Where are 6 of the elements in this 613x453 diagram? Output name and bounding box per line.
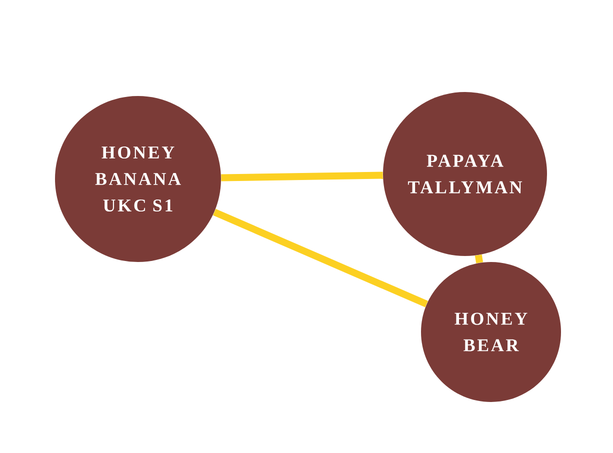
connector-line [221,172,383,182]
connector-line [474,254,484,264]
circle-node: HONEY BANANA UKC S1 [55,96,221,262]
circle-node: PAPAYA TALLYMAN [383,92,547,256]
connector-line [212,208,428,308]
circle-node: HONEY BEAR [421,262,561,402]
